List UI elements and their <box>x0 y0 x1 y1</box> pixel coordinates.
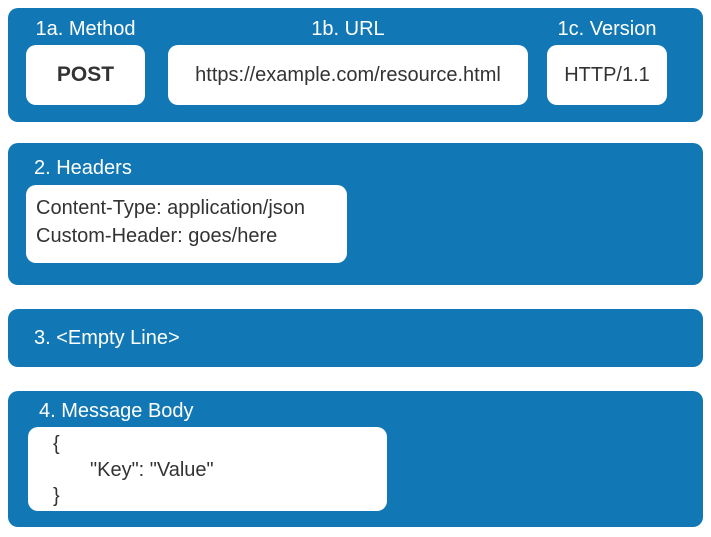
headers-section: 2. Headers Content-Type: application/jso… <box>8 143 703 285</box>
body-line-close-brace: } <box>53 485 60 507</box>
body-line-key-value: "Key": "Value" <box>90 459 214 481</box>
header-line-content-type: Content-Type: application/json <box>36 197 306 219</box>
message-body-section: 4. Message Body { "Key": "Value" } <box>8 391 703 527</box>
url-value-box: https://example.com/resource.html <box>168 45 528 105</box>
empty-line-section: 3. <Empty Line> <box>8 309 703 367</box>
version-value-box: HTTP/1.1 <box>547 45 667 105</box>
header-line-custom-header: Custom-Header: goes/here <box>36 225 278 247</box>
headers-label: 2. Headers <box>34 157 132 179</box>
version-label: 1c. Version <box>557 18 657 40</box>
body-line-open-brace: { <box>53 433 60 455</box>
message-body-value-box: { "Key": "Value" } <box>28 427 387 511</box>
method-value-box: POST <box>26 45 145 105</box>
url-label: 1b. URL <box>311 18 385 40</box>
message-body-label: 4. Message Body <box>39 400 194 422</box>
request-line-section: 1a. Method 1b. URL 1c. Version POST http… <box>8 8 703 122</box>
empty-line-label: 3. <Empty Line> <box>34 327 180 349</box>
headers-value-box: Content-Type: application/json Custom-He… <box>26 185 347 263</box>
method-label: 1a. Method <box>35 18 136 40</box>
